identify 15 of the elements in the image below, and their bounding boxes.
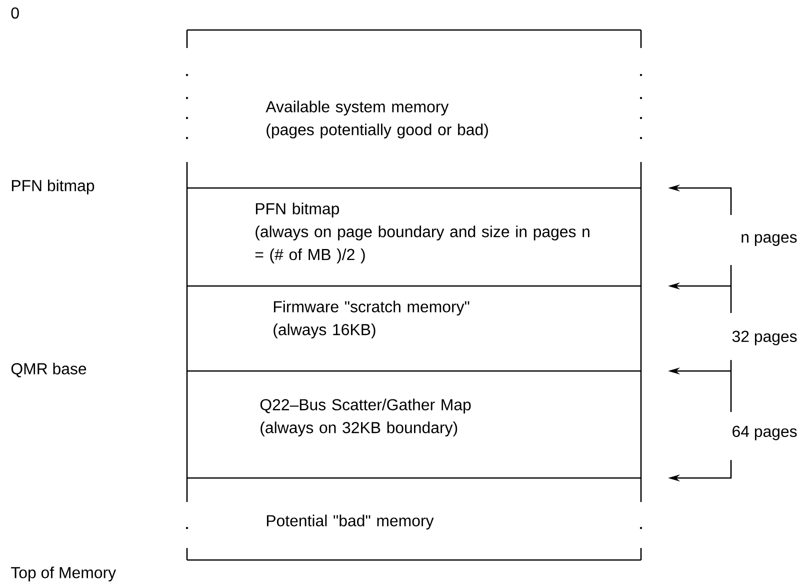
memory-region: Available system memory (pages potentially good or bad) [186, 30, 642, 188]
memory-region: Q22–Bus Scatter/Gather Map (always on 32KB boundary) [186, 371, 642, 478]
side-label: PFN bitmap [12, 180, 94, 194]
node-label: (pages potentially good or bad) [266, 124, 488, 138]
node-label: Available system memory [266, 100, 449, 116]
side-label: 64 pages [732, 426, 797, 440]
side-label: 32 pages [732, 330, 797, 346]
memory-region: PFN bitmap (always on page boundary and size in pages n = (# of MB )/2 ) [186, 188, 642, 286]
side-label: n pages [742, 234, 797, 246]
side-label: QMR base [11, 362, 86, 378]
memory-region: Firmware "scratch memory" (always 16KB) [186, 286, 642, 371]
node-label: Potential "bad" memory [266, 514, 434, 530]
memory-region: Potential "bad" memory [186, 478, 642, 560]
side-label: Top of Memory [11, 566, 116, 582]
side-label: 0 [11, 7, 19, 19]
